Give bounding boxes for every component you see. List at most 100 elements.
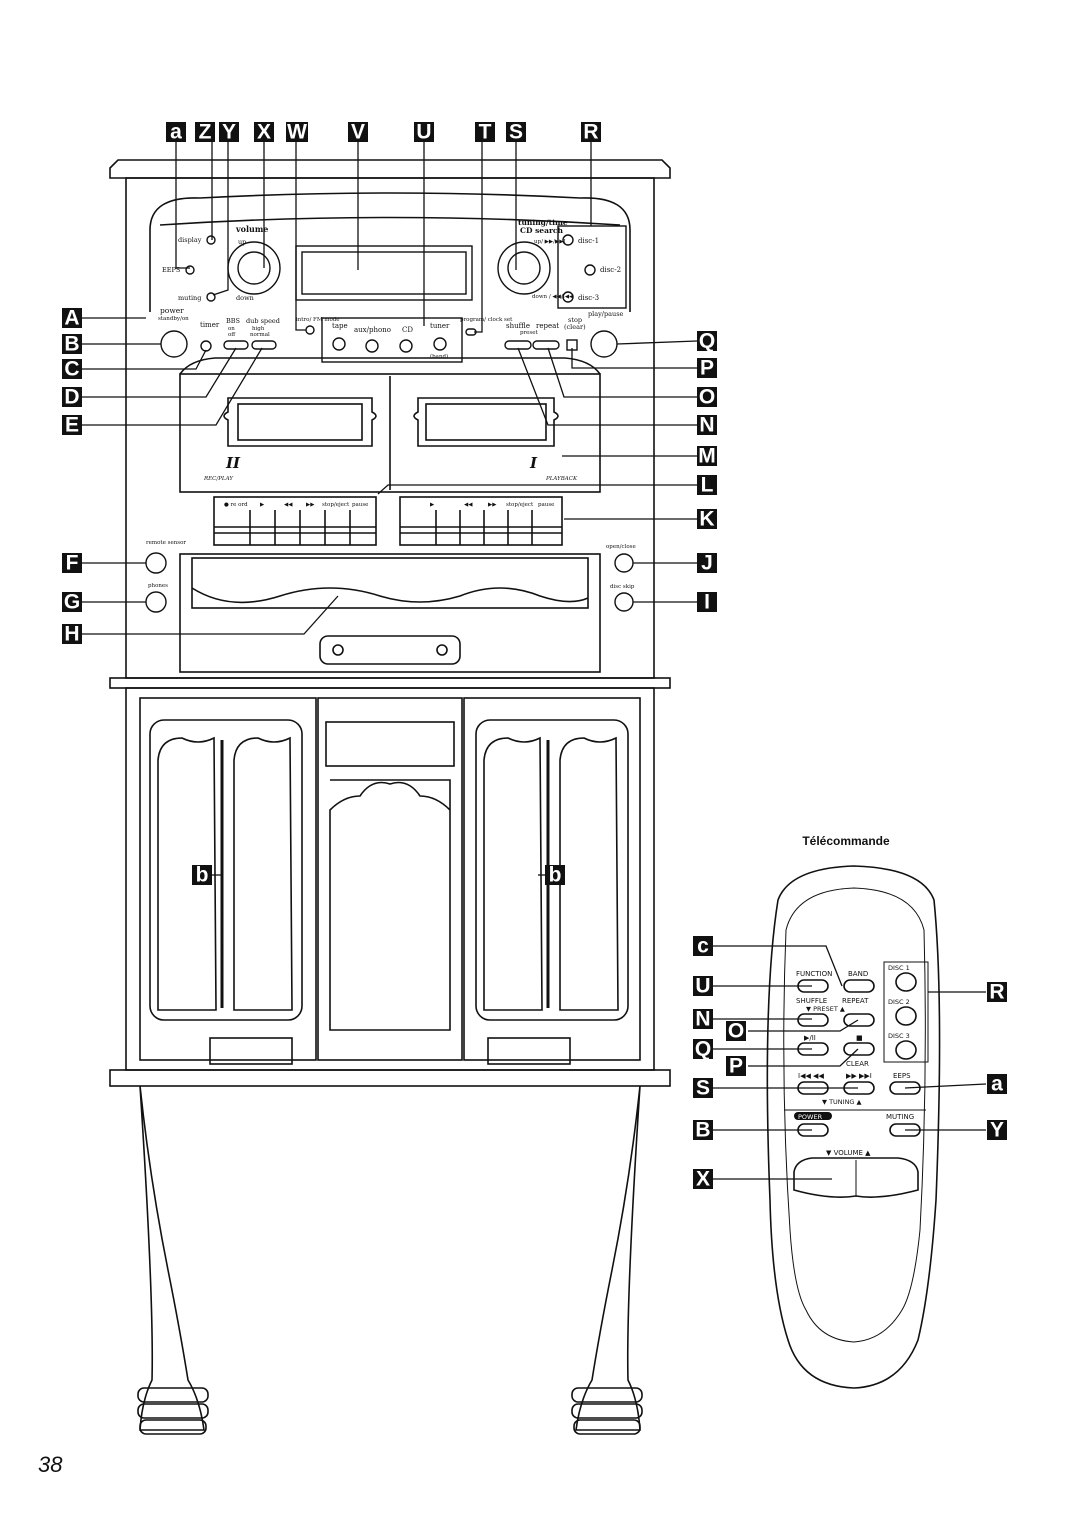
label-tuner: tuner (430, 322, 450, 330)
label-tuning-time: tuning/time (518, 218, 568, 227)
remote-band-button[interactable] (843, 979, 875, 993)
label-cd: CD (402, 326, 413, 334)
label-cd-search: CD search (520, 226, 563, 235)
label-program-clock: program/ clock set (460, 317, 513, 323)
remote-label-repeat: REPEAT (842, 997, 869, 1005)
svg-text:S: S (696, 1077, 710, 1100)
remote-label-function: FUNCTION (796, 970, 832, 978)
cd-button[interactable] (399, 339, 413, 353)
label-ffwd-i: ▶▶ (488, 502, 497, 508)
aux-phono-button[interactable] (365, 339, 379, 353)
play-pause-button[interactable] (590, 330, 618, 358)
repeat-button[interactable] (532, 340, 560, 350)
label-tape: tape (332, 322, 348, 330)
remote-volume-rocker[interactable] (793, 1157, 919, 1198)
callout-I: I (697, 591, 717, 614)
label-shuffle: shuffle (506, 322, 530, 330)
callout-T: T (475, 121, 495, 144)
callout-X-top: X (254, 121, 274, 144)
label-eeps: EEPS (162, 266, 180, 274)
callout-S-top: S (506, 121, 526, 144)
bbs-switch[interactable] (223, 340, 249, 350)
svg-text:A: A (64, 307, 79, 330)
svg-text:P: P (729, 1055, 743, 1078)
tuning-knob[interactable] (497, 241, 551, 295)
label-dub-normal: normal (250, 332, 270, 338)
svg-text:Y: Y (222, 121, 236, 144)
label-preset: preset (520, 330, 538, 336)
callout-V: V (348, 121, 368, 144)
remote-text: FUNCTION BAND SHUFFLE REPEAT ▼ PRESET ▲ … (794, 964, 914, 1157)
callout-Z: Z (195, 121, 215, 144)
remote-label-band: BAND (848, 970, 868, 978)
svg-text:N: N (695, 1008, 710, 1031)
remote-control (766, 865, 941, 1389)
tape-button[interactable] (332, 337, 346, 351)
label-volume: volume (235, 224, 268, 234)
shuffle-button[interactable] (504, 340, 532, 350)
muting-button[interactable] (206, 292, 216, 302)
svg-text:O: O (728, 1020, 744, 1043)
display-button[interactable] (206, 235, 216, 245)
svg-text:X: X (257, 121, 271, 144)
intro-mode-button[interactable] (305, 325, 315, 335)
eeps-button[interactable] (185, 265, 195, 275)
callout-F: F (62, 552, 82, 575)
svg-text:R: R (989, 981, 1004, 1004)
tuner-button[interactable] (433, 337, 447, 351)
label-play-pause: play/pause (588, 310, 624, 318)
callout-Y-top: Y (219, 121, 239, 144)
callout-Y-remote: Y (987, 1119, 1007, 1142)
label-stop-eject-i: stop/eject (506, 502, 534, 508)
label-rew-i: ◀◀ (464, 502, 473, 508)
svg-text:Y: Y (990, 1119, 1004, 1142)
power-button[interactable] (160, 330, 188, 358)
label-stop: stop (568, 316, 582, 324)
callout-M: M (697, 445, 717, 468)
label-disc3: disc-3 (578, 294, 599, 302)
dub-speed-switch[interactable] (251, 340, 277, 350)
remote-repeat-button[interactable] (843, 1013, 875, 1027)
timer-button[interactable] (200, 340, 212, 352)
remote-label-skip-fwd: ▶▶ ▶▶I (846, 1072, 872, 1080)
label-deck-i: I (529, 454, 538, 472)
open-close-button[interactable] (614, 553, 634, 573)
phones-jack[interactable] (145, 591, 167, 613)
remote-label-power: POWER (798, 1113, 823, 1121)
disc1-button[interactable] (562, 234, 574, 246)
callout-N-remote: N (693, 1008, 713, 1031)
callout-S-remote: S (693, 1077, 713, 1100)
callout-L: L (697, 474, 717, 497)
callout-Q-remote: Q (693, 1038, 713, 1061)
callout-R-top: R (581, 121, 601, 144)
callout-X-remote: X (693, 1168, 713, 1191)
remote-disc2-button[interactable] (895, 1006, 917, 1026)
svg-text:R: R (583, 121, 598, 144)
remote-label-disc1: DISC 1 (888, 964, 910, 972)
callout-B-left: B (62, 333, 82, 356)
label-bbs-off: off (228, 332, 236, 338)
disc-skip-button[interactable] (614, 592, 634, 612)
label-standby-on: standby/on (158, 316, 189, 322)
remote-shuffle-button[interactable] (797, 1013, 829, 1027)
callouts: a Z Y X W V U T S R A B C D E F G H Q P … (62, 121, 1007, 1191)
volume-knob[interactable] (227, 241, 281, 295)
svg-text:U: U (416, 121, 431, 144)
remote-eeps-button[interactable] (889, 1081, 921, 1095)
svg-text:V: V (351, 121, 365, 144)
remote-label-volume: ▼ VOLUME ▲ (826, 1149, 871, 1157)
remote-stop-button[interactable] (843, 1042, 875, 1056)
callout-C: C (62, 358, 82, 381)
callout-B-remote: B (693, 1119, 713, 1142)
callout-O-remote: O (726, 1020, 746, 1043)
callout-b-right: b (545, 864, 565, 887)
disc2-button[interactable] (584, 264, 596, 276)
svg-text:O: O (699, 386, 715, 409)
label-disc-skip: disc skip (610, 584, 635, 590)
callout-E: E (62, 414, 82, 437)
callout-c: c (693, 935, 713, 958)
remote-disc3-button[interactable] (895, 1040, 917, 1060)
remote-disc1-button[interactable] (895, 972, 917, 992)
label-remote-sensor: remote sensor (146, 540, 186, 546)
disc3-button[interactable] (562, 291, 574, 303)
